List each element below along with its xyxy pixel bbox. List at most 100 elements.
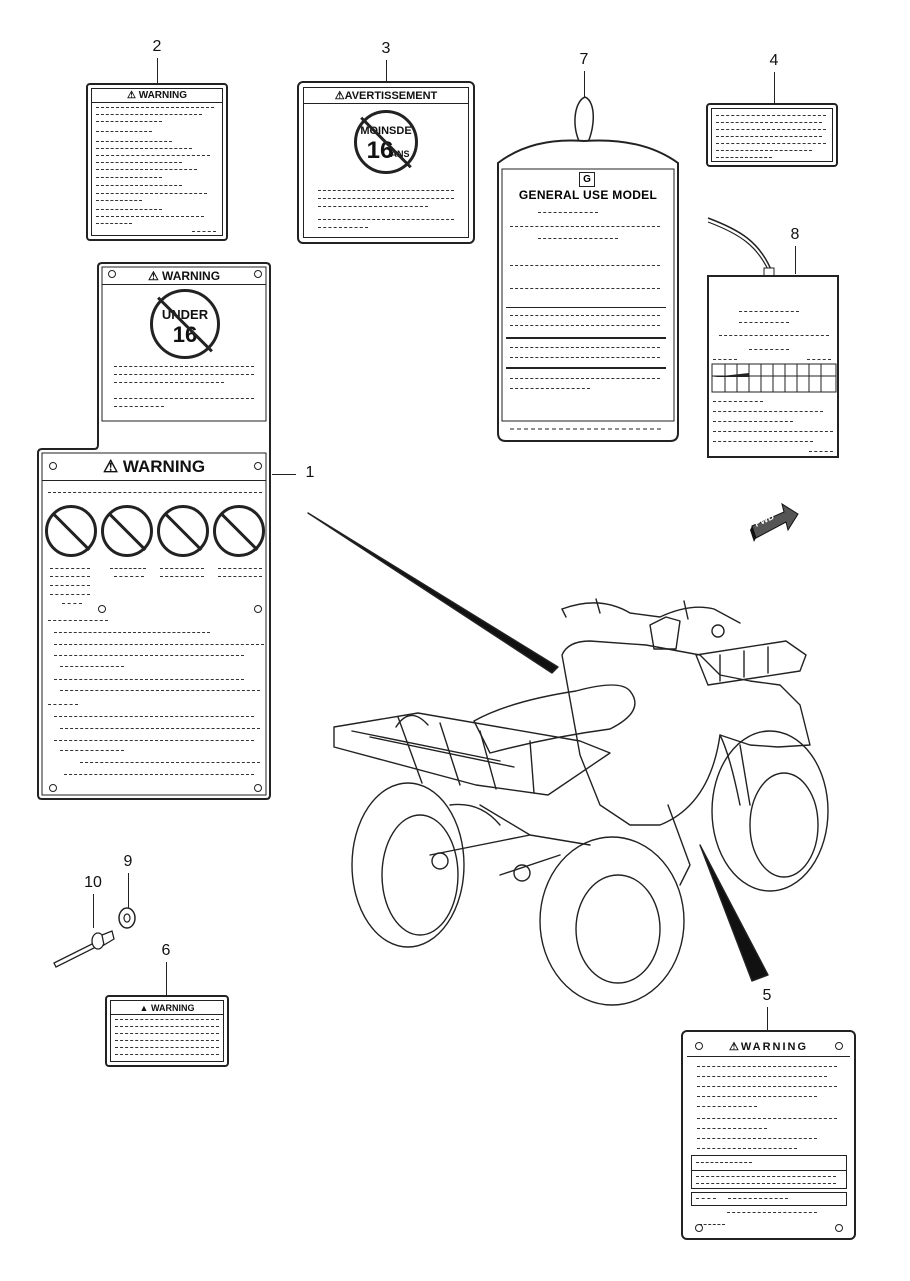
- text-line: [739, 311, 799, 312]
- no-under-16-sign: UNDER 16: [150, 289, 220, 359]
- label-4-frame: [711, 108, 833, 162]
- text-line: [696, 1198, 716, 1199]
- text-line: [115, 1019, 219, 1020]
- text-line: [54, 655, 244, 656]
- part-number-9: 9: [123, 853, 133, 870]
- washer-part-9[interactable]: [116, 906, 138, 930]
- label-1-outline[interactable]: [36, 261, 274, 803]
- text-line: [809, 451, 833, 452]
- leader-line: [774, 72, 775, 104]
- text-line: [510, 325, 660, 326]
- text-line: [54, 644, 264, 645]
- text-line: [318, 219, 454, 220]
- label-3-header: ⚠AVERTISSEMENT: [334, 90, 438, 102]
- divider: [506, 307, 666, 308]
- mounting-hole: [49, 462, 57, 470]
- mounting-hole: [254, 605, 262, 613]
- label-5[interactable]: ⚠WARNING: [681, 1030, 856, 1240]
- text-line: [510, 357, 660, 358]
- text-line: [699, 1224, 725, 1225]
- label-2-header: ⚠ WARNING: [126, 90, 188, 101]
- text-line: [713, 421, 793, 422]
- divider: [92, 102, 222, 103]
- leader-line: [128, 873, 129, 909]
- text-line: [115, 1054, 219, 1055]
- no-under-16-sign: MOINSDE 16 ANS: [354, 110, 418, 174]
- label-4[interactable]: [706, 103, 838, 167]
- text-line: [696, 1162, 752, 1163]
- divider: [102, 284, 266, 285]
- text-line: [54, 679, 244, 680]
- text-line: [713, 359, 737, 360]
- sign-text-moinsde: MOINSDE: [360, 125, 412, 137]
- atv-illustration: [307, 512, 829, 1006]
- text-line: [318, 227, 368, 228]
- part-number-5: 5: [762, 987, 772, 1004]
- text-line: [697, 1076, 827, 1077]
- text-line: [696, 1183, 836, 1184]
- label-3-frame: ⚠AVERTISSEMENT MOINSDE 16 ANS: [303, 87, 469, 238]
- mounting-hole: [695, 1042, 703, 1050]
- text-line: [749, 349, 789, 350]
- label-2[interactable]: ⚠ WARNING: [86, 83, 228, 241]
- part-number-4: 4: [769, 52, 779, 69]
- text-line: [96, 169, 197, 170]
- text-line: [54, 740, 254, 741]
- text-line: [115, 1047, 219, 1048]
- text-line: [160, 576, 204, 577]
- divider: [506, 337, 666, 339]
- mounting-hole: [835, 1042, 843, 1050]
- text-line: [64, 774, 254, 775]
- label-6[interactable]: ▲ WARNING: [105, 995, 229, 1067]
- part-number-3: 3: [381, 40, 391, 57]
- sign-text-under: UNDER: [161, 307, 209, 322]
- text-line: [96, 162, 182, 163]
- text-line: [510, 347, 660, 348]
- label-2-frame: ⚠ WARNING: [91, 88, 223, 236]
- specification-table: [711, 363, 837, 393]
- leader-line: [386, 60, 387, 82]
- mounting-hole: [254, 270, 262, 278]
- text-line: [48, 620, 108, 621]
- text-line: [697, 1096, 817, 1097]
- text-line: [50, 594, 90, 595]
- rivet-part-10[interactable]: [50, 925, 120, 970]
- text-line: [160, 568, 204, 569]
- leader-line: [767, 1007, 768, 1031]
- divider: [304, 103, 468, 104]
- prohibition-slash: [51, 512, 91, 551]
- text-line: [318, 190, 454, 191]
- text-line: [60, 728, 260, 729]
- label-3[interactable]: ⚠AVERTISSEMENT MOINSDE 16 ANS: [297, 81, 475, 244]
- text-line: [697, 1106, 757, 1107]
- text-line: [96, 209, 162, 210]
- text-line: [510, 388, 590, 389]
- text-line: [716, 129, 826, 130]
- part-number-10: 10: [84, 874, 102, 891]
- text-line: [538, 238, 618, 239]
- no-alcohol-icon: [213, 505, 265, 557]
- text-line: [510, 226, 660, 227]
- label-8[interactable]: [707, 275, 839, 458]
- text-line: [713, 431, 833, 432]
- text-line: [96, 121, 162, 122]
- part-number-6: 6: [161, 942, 171, 959]
- text-line: [696, 1176, 836, 1177]
- text-line: [96, 148, 192, 149]
- label-7-badge: G: [579, 172, 595, 187]
- mounting-hole: [695, 1224, 703, 1232]
- text-line: [510, 265, 660, 266]
- text-line: [54, 632, 210, 633]
- text-line: [697, 1066, 837, 1067]
- text-line: [716, 122, 822, 123]
- notice-box: [691, 1192, 847, 1206]
- mounting-hole: [254, 784, 262, 792]
- text-line: [50, 585, 90, 586]
- text-line: [96, 107, 214, 108]
- label-7[interactable]: [492, 133, 684, 445]
- leader-line: [584, 71, 585, 97]
- prohibition-slash: [163, 512, 203, 551]
- text-line: [114, 374, 254, 375]
- mounting-hole: [98, 605, 106, 613]
